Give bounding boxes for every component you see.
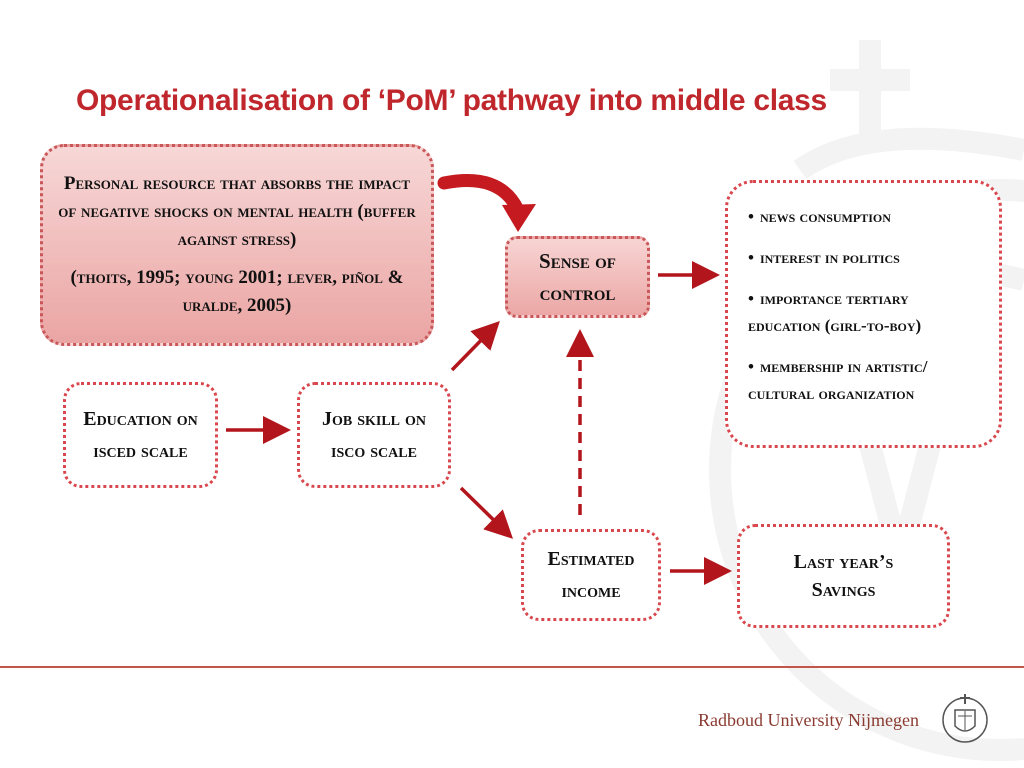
footer-divider [0,666,1024,668]
indicators-box: news consumption interest in politics im… [725,180,1002,448]
personal-resource-box: Personal resource that absorbs the impac… [40,144,434,346]
estimated-income-label: Estimated income [547,548,635,602]
sense-of-control-box: Sense of control [505,236,650,318]
sense-of-control-label: Sense of control [539,249,616,305]
education-label: Education on isced scale [83,408,198,462]
indicator-item: interest in politics [748,244,983,271]
indicators-list: news consumption interest in politics im… [748,203,983,421]
education-box: Education on isced scale [63,382,218,488]
resource-citations: (thoits, 1995; young 2001; lever, piñol … [70,267,404,316]
savings-box: Last year’s Savings [737,524,950,628]
savings-label: Last year’s Savings [793,551,894,601]
estimated-income-box: Estimated income [521,529,661,621]
job-skill-box: Job skill on isco scale [297,382,451,488]
indicator-item: news consumption [748,203,983,230]
university-seal-icon [942,694,988,743]
indicator-item: membership in artistic/ cultural organiz… [748,353,983,407]
indicator-item: importance tertiary education (girl-to-b… [748,285,983,339]
resource-description: Personal resource that absorbs the impac… [58,173,416,250]
job-skill-label: Job skill on isco scale [321,408,427,462]
page-title: Operationalisation of ‘PoM’ pathway into… [76,84,827,117]
university-name: Radboud University Nijmegen [698,710,919,730]
